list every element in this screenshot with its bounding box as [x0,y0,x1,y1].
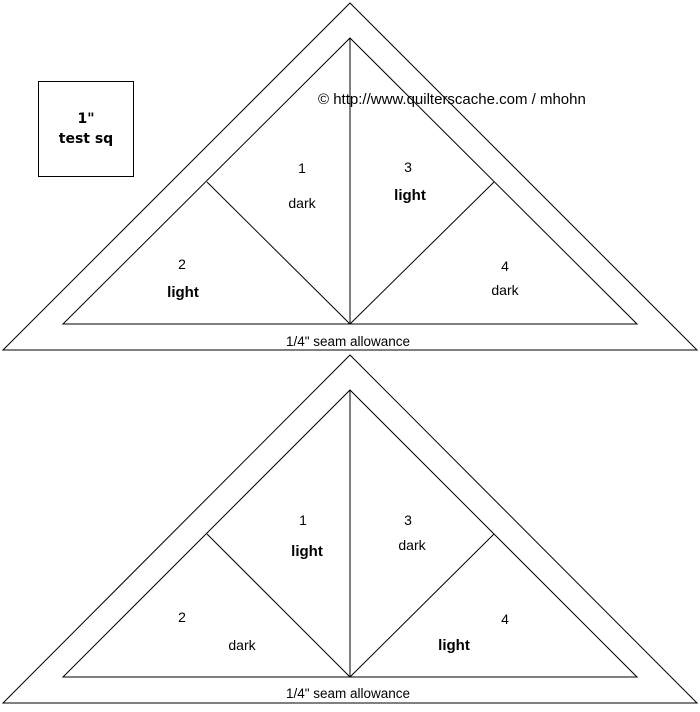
piece-3-number: 3 [404,159,412,175]
piece-1-shade: dark [288,195,316,211]
piece-4-shade: dark [491,282,519,298]
copyright-notice: © http://www.quilterscache.com / mhohn [318,91,586,108]
piece-3-number: 3 [404,512,412,528]
block-top: 1 dark 2 light 3 light 4 dark 1/4" seam … [1,2,699,351]
piece-2-shade: dark [228,637,256,653]
test-square: 1" test sq [38,81,134,177]
test-square-size: 1" [77,111,94,127]
block-bottom: 1 light 2 dark 3 dark 4 light 1/4" seam … [1,354,699,704]
right-divider [349,533,495,678]
piece-2-number: 2 [178,609,186,625]
left-divider [206,181,351,325]
seam-allowance-label: 1/4" seam allowance [286,686,410,701]
piece-3-shade: light [394,187,426,204]
piece-2-shade: light [167,284,199,301]
piece-4-shade: light [438,637,470,654]
piece-1-shade: light [291,543,323,560]
piece-2-number: 2 [178,256,186,272]
right-divider [349,181,495,325]
piece-3-shade: dark [398,537,426,553]
piece-4-number: 4 [501,611,509,627]
seam-allowance-label: 1/4" seam allowance [286,334,410,349]
outer-seam-triangle [1,2,699,351]
outer-seam-triangle [1,354,699,704]
piece-4-number: 4 [501,258,509,274]
test-square-label: test sq [59,131,113,147]
piece-1-number: 1 [299,512,307,528]
piece-1-number: 1 [298,160,306,176]
left-divider [206,533,351,678]
